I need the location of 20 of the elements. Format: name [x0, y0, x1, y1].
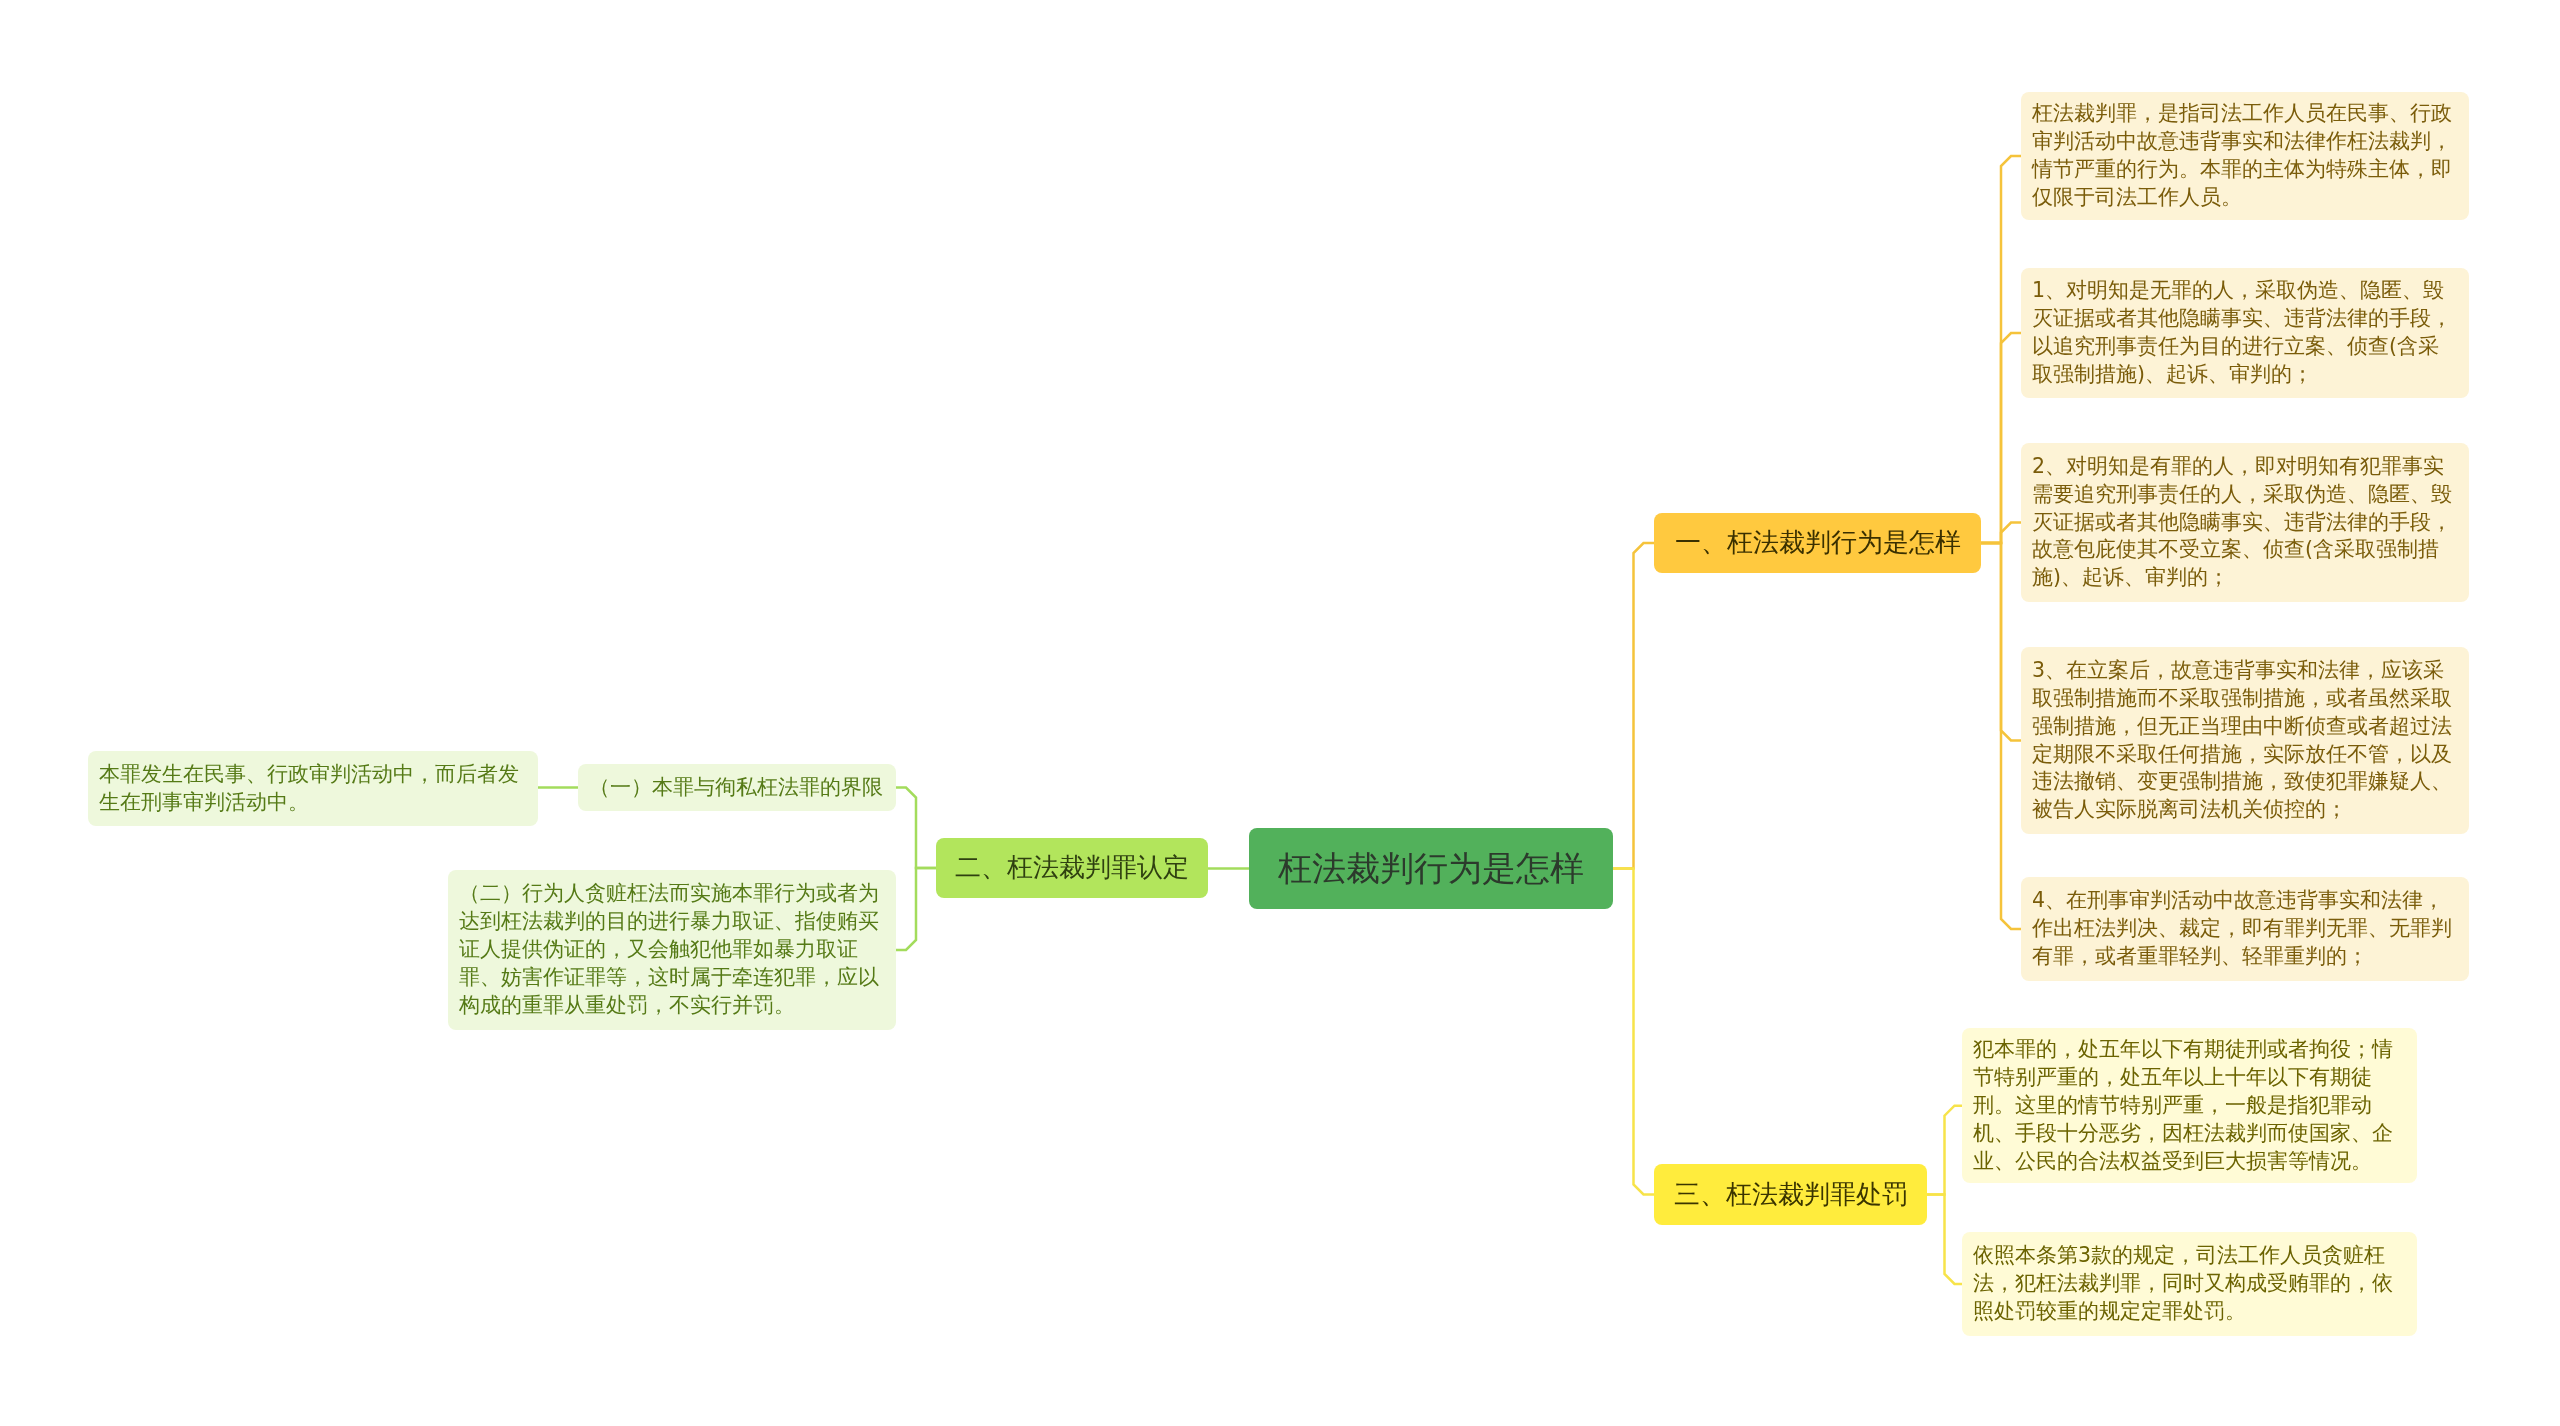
- connector-line: [1208, 867, 1249, 870]
- connector-line: [1981, 541, 2021, 931]
- text-card: 枉法裁判罪，是指司法工作人员在民事、行政审判活动中故意违背事实和法律作枉法裁判，情节严重的行为。本罪的主体为特殊主体，即仅限于司法工作人员。: [2021, 92, 2469, 220]
- connector-line: [896, 866, 936, 952]
- branch-topic-box: 三、枉法裁判罪处罚: [1654, 1164, 1927, 1225]
- branch-topic-box: 一、枉法裁判行为是怎样: [1654, 513, 1981, 573]
- text-card: 犯本罪的，处五年以下有期徒刑或者拘役；情节特别严重的，处五年以上十年以下有期徒刑。这里的情节特别严重，一般是指犯罪动机、手段十分恶劣，因枉法裁判而使国家、企业、公民的合法权益受到巨大损害等情况。: [1962, 1028, 2417, 1184]
- text-card: （一）本罪与徇私枉法罪的界限: [578, 764, 896, 811]
- connector-line: [538, 786, 578, 789]
- text-card: 依照本条第3款的规定，司法工作人员贪赃枉法，犯枉法裁判罪，同时又构成受贿罪的，依照处罚较重的规定定罪处罚。: [1962, 1232, 2417, 1336]
- text-card: 本罪发生在民事、行政审判活动中，而后者发生在刑事审判活动中。: [88, 751, 538, 826]
- text-card: 3、在立案后，故意违背事实和法律，应该采取强制措施而不采取强制措施，或者虽然采取强制措施，但无正当理由中断侦查或者超过法定期限不采取任何措施，实际放任不管，以及违法撤销、变更强制措施，致使犯罪嫌疑人、被告人实际脱离司法机关侦控的；: [2021, 647, 2469, 834]
- connector-line: [1927, 1193, 1962, 1286]
- branch-topic-box: 二、枉法裁判罪认定: [936, 838, 1208, 898]
- text-card: 4、在刑事审判活动中故意违背事实和法律，作出枉法判决、裁定，即有罪判无罪、无罪判有罪，或者重罪轻判、轻罪重判的；: [2021, 877, 2469, 981]
- root-topic-box: 枉法裁判行为是怎样: [1249, 828, 1613, 909]
- connector-line: [1613, 867, 1654, 1196]
- text-card: （二）行为人贪赃枉法而实施本罪行为或者为达到枉法裁判的目的进行暴力取证、指使贿买证人提供伪证的，又会触犯他罪如暴力取证罪、妨害作证罪等，这时属于牵连犯罪，应以构成的重罪从重处罚，不实行并罚。: [448, 870, 896, 1030]
- text-card: 1、对明知是无罪的人，采取伪造、隐匿、毁灭证据或者其他隐瞒事实、违背法律的手段，以追究刑事责任为目的进行立案、侦查(含采取强制措施)、起诉、审判的；: [2021, 268, 2469, 398]
- text-card: 2、对明知是有罪的人，即对明知有犯罪事实需要追究刑事责任的人，采取伪造、隐匿、毁灭证据或者其他隐瞒事实、违背法律的手段，故意包庇使其不受立案、侦查(含采取强制措施)、起诉、审判的；: [2021, 443, 2469, 602]
